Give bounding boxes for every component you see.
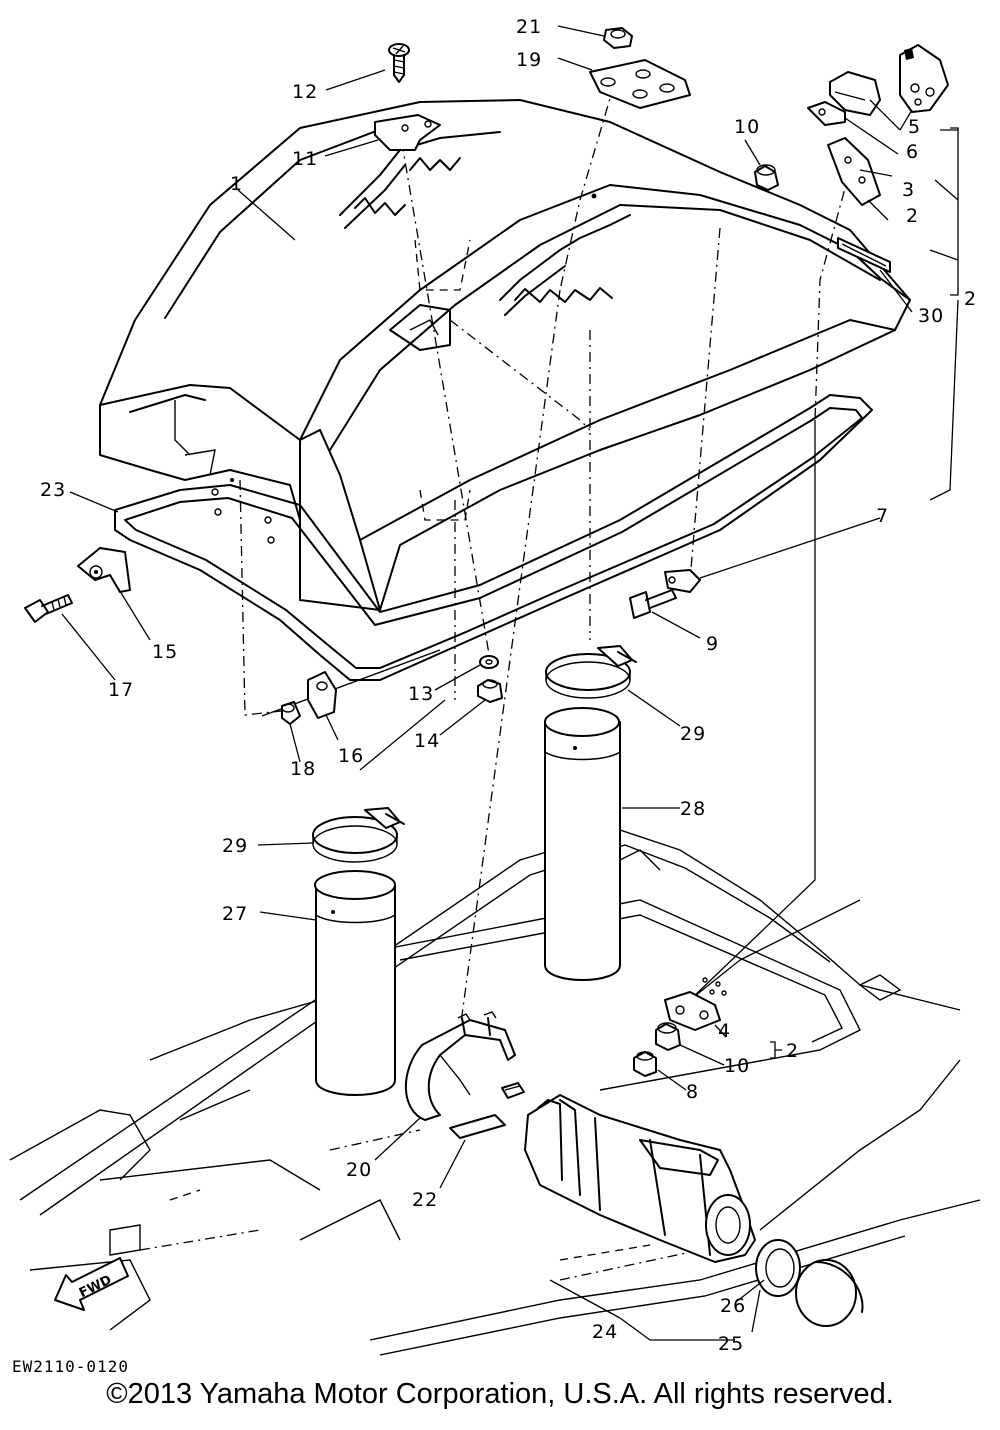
diagram-code: EW2110-0120: [12, 1357, 129, 1376]
label-16: 16: [338, 745, 364, 767]
label-24: 24: [592, 1321, 618, 1343]
label-20: 20: [346, 1159, 372, 1181]
assembly-lines: [239, 84, 861, 1031]
label-1: 1: [230, 173, 243, 195]
label-25: 25: [718, 1333, 744, 1355]
seal-frame: [114, 394, 873, 681]
label-14: 14: [414, 730, 440, 752]
part-26-ring: [755, 1239, 801, 1297]
label-30: 30: [918, 305, 944, 327]
part-15-hinge: [77, 547, 131, 593]
part-11-plate: [374, 114, 441, 151]
part-6-plate: [807, 101, 846, 126]
label-8: 8: [686, 1081, 699, 1103]
label-19: 19: [516, 49, 542, 71]
label-15: 15: [152, 641, 178, 663]
label-4: 4: [718, 1020, 731, 1042]
part-9-bolt: [629, 589, 677, 619]
part-5-latch: [829, 71, 881, 116]
part-22-pad: [449, 1082, 525, 1139]
label-26: 26: [720, 1295, 746, 1317]
part-12-screw: [388, 43, 410, 83]
part-3-bracket: [827, 137, 881, 206]
part-10-cap-bottom: [655, 1022, 681, 1051]
label-12: 12: [292, 81, 318, 103]
hull-mount-holes: [702, 977, 727, 996]
copyright-notice: ©2013 Yamaha Motor Corporation, U.S.A. A…: [106, 1378, 894, 1410]
part-number-labels: 12 11 1 21 19 10 5 6 3 2 30 2 7 9 23 15 …: [40, 16, 977, 1355]
part-4-plate: [664, 991, 721, 1031]
label-17: 17: [108, 679, 134, 701]
label-2-top: 2: [906, 205, 919, 227]
part-14-nut: [477, 679, 503, 703]
part-24-nozzle: [524, 1094, 756, 1263]
part-18-cap: [281, 701, 301, 725]
label-10-top: 10: [734, 116, 760, 138]
label-2-bottom: 2: [786, 1040, 799, 1062]
label-7: 7: [876, 505, 889, 527]
part-19-plate: [589, 59, 691, 109]
label-11: 11: [292, 148, 318, 170]
part-29-clamp-left: [312, 807, 405, 863]
label-28: 28: [680, 798, 706, 820]
part-10-cap-top: [754, 164, 779, 191]
label-18: 18: [290, 758, 316, 780]
hatch-cover: [99, 99, 911, 611]
label-27: 27: [222, 903, 248, 925]
label-22: 22: [412, 1189, 438, 1211]
label-21: 21: [516, 16, 542, 38]
label-9: 9: [706, 633, 719, 655]
label-29-right: 29: [680, 723, 706, 745]
part-13-washer: [479, 655, 499, 669]
label-13: 13: [408, 683, 434, 705]
label-5: 5: [908, 116, 921, 138]
part-27-tube: [314, 870, 396, 1096]
part-16-plate: [307, 671, 337, 719]
label-6: 6: [906, 141, 919, 163]
part-28-tube: [544, 707, 621, 981]
part-25-cap: [795, 1259, 864, 1327]
part-29-clamp-right: [545, 645, 637, 699]
part-8-nut: [633, 1051, 657, 1077]
latch-hook-top-right: [899, 44, 949, 113]
label-23: 23: [40, 479, 66, 501]
part-21-nut: [603, 27, 633, 49]
part-20-bracket: [404, 1011, 516, 1121]
callout-leaders: [61, 25, 959, 1341]
label-10-bottom: 10: [724, 1055, 750, 1077]
label-29-left: 29: [222, 835, 248, 857]
label-2-right: 2: [964, 288, 977, 310]
part-30-strip: [837, 237, 891, 273]
label-3: 3: [902, 179, 915, 201]
part-7-plate: [664, 569, 701, 593]
part-17-bolt: [24, 594, 73, 623]
